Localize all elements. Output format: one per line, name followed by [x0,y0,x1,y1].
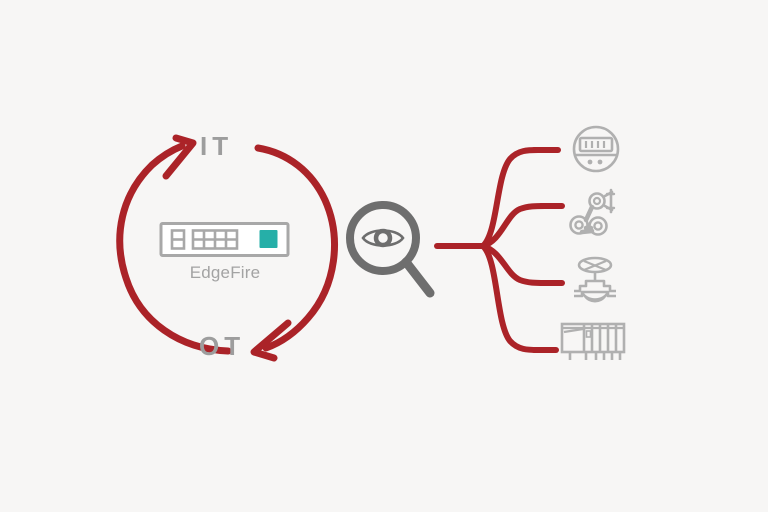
plc-rack-icon [560,322,626,360]
status-led [259,230,278,248]
device-name-label: EdgeFire [189,263,261,282]
ot-to-it-arrow [116,134,232,355]
ot-label: OT [199,331,246,361]
connector-branch-4 [480,243,541,353]
it-to-ot-arrow [250,144,338,362]
connector-branch-3 [480,243,548,286]
firewall-appliance-icon [159,222,290,257]
connector-branch-2 [480,203,548,249]
magnifier-glass [346,201,435,298]
electric-meter-icon [572,125,620,173]
connector-branch-1 [480,147,541,249]
industrial-valve-icon [574,256,616,303]
robotic-arm-icon [569,188,616,236]
it-label: IT [200,131,234,161]
eye-icon [361,228,405,248]
